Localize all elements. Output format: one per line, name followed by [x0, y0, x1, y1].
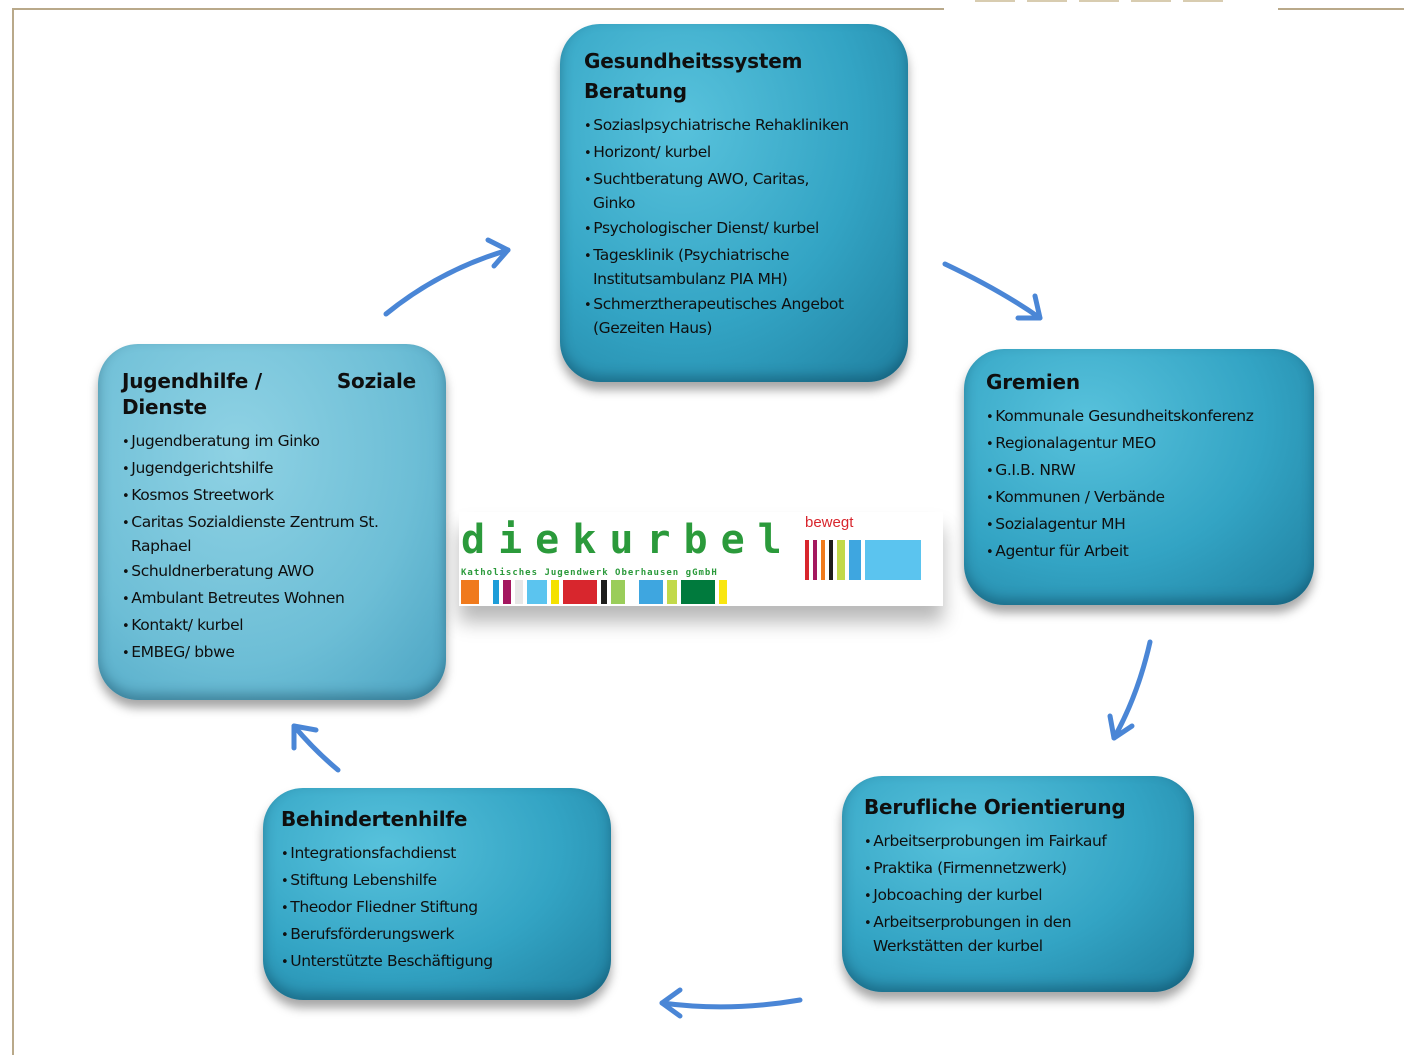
logo-wordmark: diekurbel [461, 517, 795, 563]
list-item: Stiftung Lebenshilfe [281, 869, 601, 893]
list-item: Integrationsfachdienst [281, 842, 601, 866]
list-item: Kommunen / Verbände [986, 486, 1304, 510]
list-item: Ambulant Betreutes Wohnen [122, 587, 416, 611]
arrow-behinderten-to-jugend-head [291, 723, 319, 751]
list-item: Soziaslpsychiatrische Rehakliniken [584, 114, 894, 138]
arrow-gremien-to-berufliche [1111, 639, 1153, 741]
logo-stripe [681, 580, 715, 604]
list-item: Theodor Fliedner Stiftung [281, 896, 601, 920]
box-jugendhilfe-soziale-dienste: Jugendhilfe / Soziale Dienste Jugendbera… [98, 344, 446, 700]
logo-stripe [515, 580, 523, 604]
logo-tagline: bewegt [805, 514, 854, 531]
box-title-line: Beratung [584, 79, 687, 103]
arrow-gremien-to-berufliche-head [1107, 713, 1135, 741]
logo-stripe [667, 580, 677, 604]
list-item: Kommunale Gesundheitskonferenz [986, 405, 1304, 429]
logo-stripe [527, 580, 547, 604]
list-item: Tagesklinik (PsychiatrischeInstitutsambu… [584, 244, 894, 290]
box-title: Berufliche Orientierung [864, 795, 1126, 819]
logo-stripe [849, 540, 861, 580]
item-list: Kommunale GesundheitskonferenzRegionalag… [986, 405, 1304, 564]
frame-top-gap-residue [975, 0, 1235, 2]
arrow-behinderten-to-jugend [291, 723, 341, 773]
arrow-berufliche-to-behinderten [659, 997, 803, 1010]
box-title-line: Gesundheitssystem [584, 49, 803, 73]
logo-stripe [551, 580, 559, 604]
box-behindertenhilfe: Behindertenhilfe IntegrationsfachdienstS… [263, 788, 611, 1000]
arrow-gesundheit-to-gremien-head [1015, 293, 1043, 321]
list-item: Agentur für Arbeit [986, 540, 1304, 564]
list-item: Berufsförderungswerk [281, 923, 601, 947]
list-item: Sozialagentur MH [986, 513, 1304, 537]
list-item: Psychologischer Dienst/ kurbel [584, 217, 894, 241]
logo-stripe [611, 580, 625, 604]
logo-stripe [503, 580, 511, 604]
item-list: IntegrationsfachdienstStiftung Lebenshil… [281, 842, 601, 974]
list-item: Suchtberatung AWO, Caritas,Ginko [584, 168, 894, 214]
list-item: Horizont/ kurbel [584, 141, 894, 165]
list-item: Unterstützte Beschäftigung [281, 950, 601, 974]
list-item: Jugendgerichtshilfe [122, 457, 416, 481]
logo-stripe [829, 540, 833, 580]
arrow-jugend-to-gesundheit [383, 247, 511, 317]
logo-stripe [629, 580, 635, 604]
item-list: Jugendberatung im GinkoJugendgerichtshil… [122, 430, 416, 665]
list-item: Kontakt/ kurbel [122, 614, 416, 638]
list-item: Regionalagentur MEO [986, 432, 1304, 456]
logo-stripe [731, 580, 737, 604]
logo-stripe [601, 580, 607, 604]
box-title-line: Dienste [122, 395, 207, 419]
list-item: G.I.B. NRW [986, 459, 1304, 483]
list-item: Kosmos Streetwork [122, 484, 416, 508]
logo-stripe [813, 540, 817, 580]
list-item: Arbeitserprobungen im Fairkauf [864, 830, 1184, 854]
list-item: Praktika (Firmennetzwerk) [864, 857, 1184, 881]
diekurbel-logo: diekurbel bewegt Katholisches Jugendwerk… [459, 512, 943, 606]
box-title-word: Jugendhilfe / [122, 369, 262, 393]
box-title: Behindertenhilfe [281, 807, 468, 831]
list-item: EMBEG/ bbwe [122, 641, 416, 665]
box-gesundheitssystem-beratung: Gesundheitssystem Beratung Soziaslpsychi… [560, 24, 908, 382]
logo-stripe [805, 540, 809, 580]
box-title: Jugendhilfe / Soziale Dienste [122, 366, 416, 422]
list-item: Jugendberatung im Ginko [122, 430, 416, 454]
box-title: Gremien [986, 370, 1080, 394]
box-title-line: Jugendhilfe / Soziale [122, 366, 416, 396]
item-list: Arbeitserprobungen im FairkaufPraktika (… [864, 830, 1184, 957]
logo-stripe [563, 580, 597, 604]
list-item: Jobcoaching der kurbel [864, 884, 1184, 908]
box-berufliche-orientierung: Berufliche Orientierung Arbeitserprobung… [842, 776, 1194, 992]
frame-left-line [12, 8, 14, 1055]
arrow-jugend-to-gesundheit-head [485, 237, 511, 269]
logo-stripe [483, 580, 489, 604]
list-item: Schmerztherapeutisches Angebot(Gezeiten … [584, 293, 894, 339]
logo-stripe [837, 540, 845, 580]
logo-subtitle: Katholisches Jugendwerk Oberhausen gGmbH [461, 568, 718, 578]
logo-stripe [719, 580, 727, 604]
box-gremien: Gremien Kommunale GesundheitskonferenzRe… [964, 349, 1314, 605]
box-title: Gesundheitssystem Beratung [584, 46, 894, 106]
logo-stripe [493, 580, 499, 604]
arrow-berufliche-to-behinderten-head [659, 987, 683, 1019]
logo-stripe [461, 580, 479, 604]
logo-stripe [639, 580, 663, 604]
list-item: Caritas Sozialdienste Zentrum St.Raphael [122, 511, 416, 557]
frame-top-line [12, 8, 1404, 10]
item-list: Soziaslpsychiatrische RehaklinikenHorizo… [584, 114, 894, 339]
logo-stripe [865, 540, 921, 580]
logo-stripe [821, 540, 825, 580]
box-title-word: Soziale [336, 369, 416, 393]
arrow-gesundheit-to-gremien [942, 261, 1043, 321]
frame-top-gap [944, 0, 1278, 14]
list-item: Schuldnerberatung AWO [122, 560, 416, 584]
